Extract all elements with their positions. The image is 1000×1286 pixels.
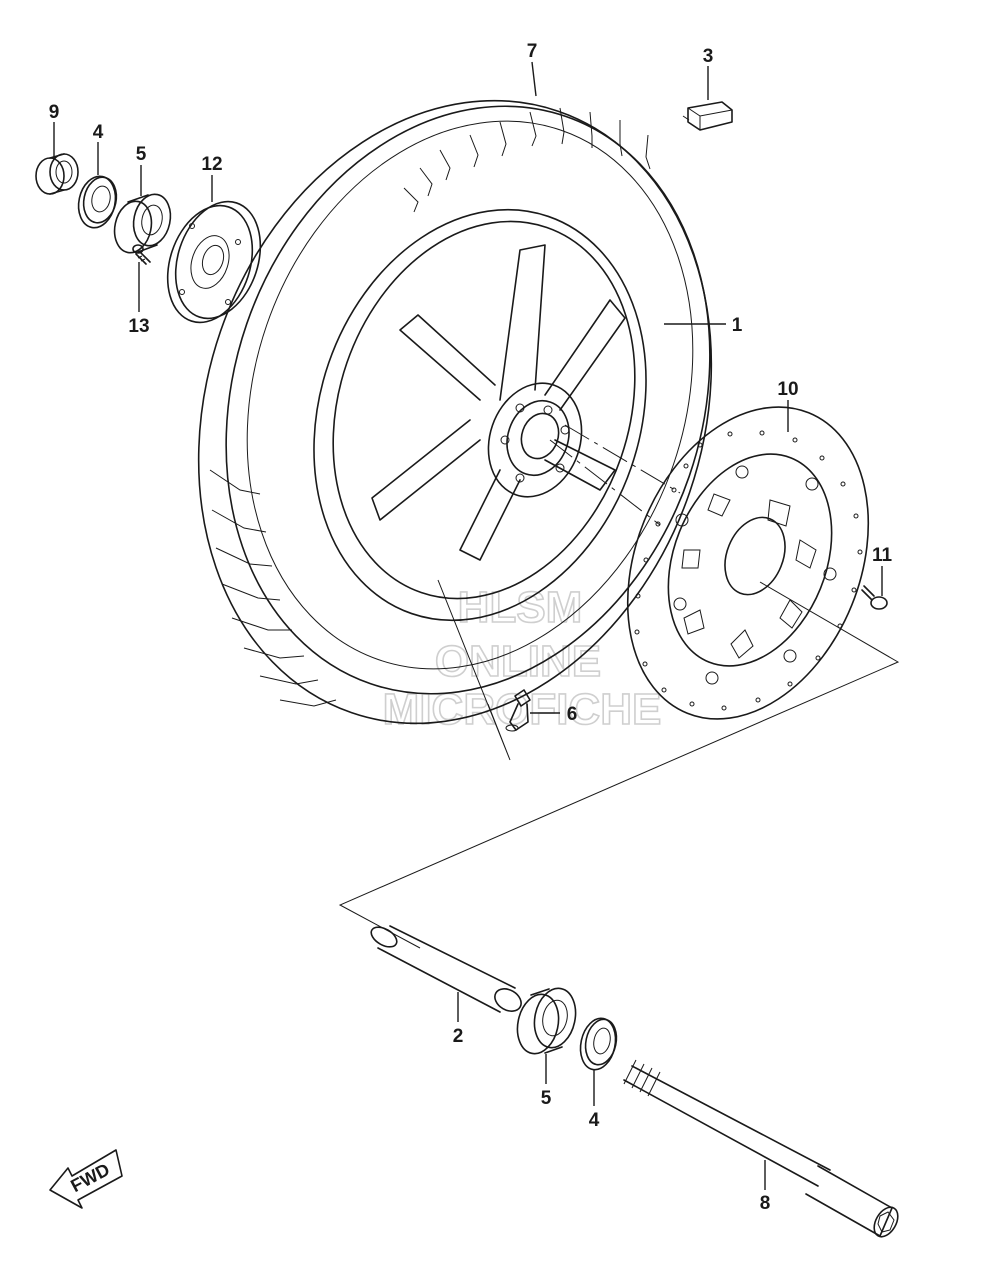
callout-bearing-lower[interactable]: 5 <box>541 1088 552 1109</box>
callout-wheel[interactable]: 1 <box>732 315 743 336</box>
front-axle[interactable] <box>623 1059 903 1241</box>
callout-screw[interactable]: 13 <box>128 316 149 337</box>
assembly-lines <box>338 424 900 949</box>
callout-bearing-upper[interactable]: 5 <box>136 144 147 165</box>
callout-weight[interactable]: 3 <box>703 46 714 67</box>
disc-holes <box>634 430 863 711</box>
disc-buttons <box>673 465 837 685</box>
brake-disc[interactable] <box>583 371 912 755</box>
tire[interactable] <box>117 31 793 794</box>
callout-oil-seal-lower[interactable]: 4 <box>589 1110 600 1131</box>
leader-lines <box>53 61 883 1190</box>
callout-oil-seal-upper[interactable]: 4 <box>93 122 104 143</box>
spacer[interactable] <box>368 923 525 1016</box>
disc-cutouts <box>681 493 817 659</box>
oil-seal-upper[interactable] <box>74 173 120 231</box>
callout-valve[interactable]: 6 <box>567 704 578 725</box>
watermark: HLSM ONLINE MICROFICHE <box>382 582 662 735</box>
bearing-lower[interactable] <box>512 984 581 1057</box>
callout-speedo-plate[interactable]: 12 <box>201 154 222 175</box>
tire-tread-left <box>209 469 337 707</box>
callout-spacer[interactable]: 2 <box>453 1026 464 1047</box>
air-valve[interactable] <box>505 689 531 732</box>
disc-bolt[interactable] <box>861 585 888 610</box>
wheel-spokes <box>371 244 626 561</box>
speedometer-plate[interactable] <box>153 191 274 334</box>
forward-direction-badge: FWD <box>49 1149 123 1209</box>
oil-seal-lower[interactable] <box>576 1015 620 1073</box>
wheel-rim[interactable] <box>260 164 699 665</box>
watermark-line1: HLSM <box>458 583 583 632</box>
callout-disc-bolt[interactable]: 11 <box>872 545 893 566</box>
collar[interactable] <box>35 153 79 195</box>
bearing-upper[interactable] <box>110 191 175 256</box>
tire-tread-top <box>403 107 651 213</box>
callout-axle[interactable]: 8 <box>760 1193 771 1214</box>
callout-collar[interactable]: 9 <box>49 102 60 123</box>
screw[interactable] <box>132 244 151 265</box>
balance-weight[interactable] <box>682 101 733 131</box>
callouts: 1 2 3 4 5 6 7 8 9 10 11 12 13 5 4 <box>49 41 893 1214</box>
callout-tire[interactable]: 7 <box>527 41 538 62</box>
callout-disc[interactable]: 10 <box>777 379 798 400</box>
